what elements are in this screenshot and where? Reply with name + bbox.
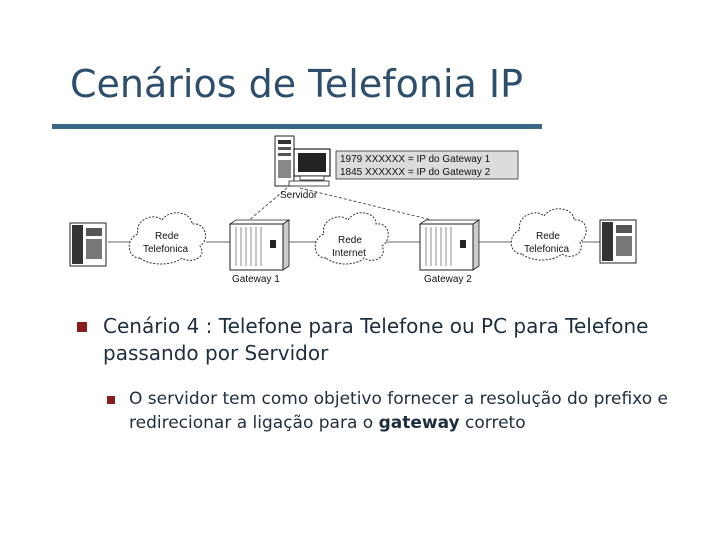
cloud-right-line1: Rede (536, 231, 560, 242)
network-diagram: Servidor 1979 XXXXXX = IP do Gateway 1 1… (69, 135, 637, 285)
gateway1-label: Gateway 1 (232, 274, 280, 285)
sub-bullet-bold-term: gateway (378, 413, 460, 433)
cloud-internet-icon: Rede Internet (314, 212, 389, 265)
server-icon (274, 135, 295, 187)
cloud-left-line2: Telefonica (143, 244, 188, 255)
telephone-right-icon (599, 219, 637, 264)
cloud-mid-line2: Internet (332, 248, 366, 259)
bullet-main-text: Cenário 4 : Telefone para Telefone ou PC… (103, 314, 649, 365)
cloud-left-line1: Rede (155, 231, 179, 242)
cloud-mid-line1: Rede (338, 235, 362, 246)
routing-table: 1979 XXXXXX = IP do Gateway 1 1845 XXXXX… (335, 150, 519, 180)
cloud-right-line2: Telefonica (524, 244, 569, 255)
monitor-icon (288, 148, 331, 187)
bullet-marker (77, 322, 87, 332)
sub-bullet-text-end: correto (459, 413, 526, 433)
gateway2-label: Gateway 2 (424, 274, 472, 285)
table-row-2: 1845 XXXXXX = IP do Gateway 2 (340, 167, 491, 178)
sub-bullet-text-start: O servidor tem como objetivo fornecer a … (129, 389, 668, 433)
sub-bullet-marker (107, 396, 115, 404)
gateway2-icon (418, 219, 481, 271)
cloud-right-icon: Rede Telefonica (510, 208, 587, 261)
server-label: Servidor (280, 190, 318, 201)
cloud-left-icon: Rede Telefonica (128, 212, 207, 265)
connection-lines (108, 187, 600, 243)
title-underline (52, 124, 542, 129)
table-row-1: 1979 XXXXXX = IP do Gateway 1 (340, 154, 491, 165)
slide-title: Cenários de Telefonia IP (70, 62, 523, 106)
telephone-left-icon (69, 222, 107, 267)
sub-bullet-text: O servidor tem como objetivo fornecer a … (129, 387, 714, 435)
gateway1-icon (228, 219, 291, 271)
